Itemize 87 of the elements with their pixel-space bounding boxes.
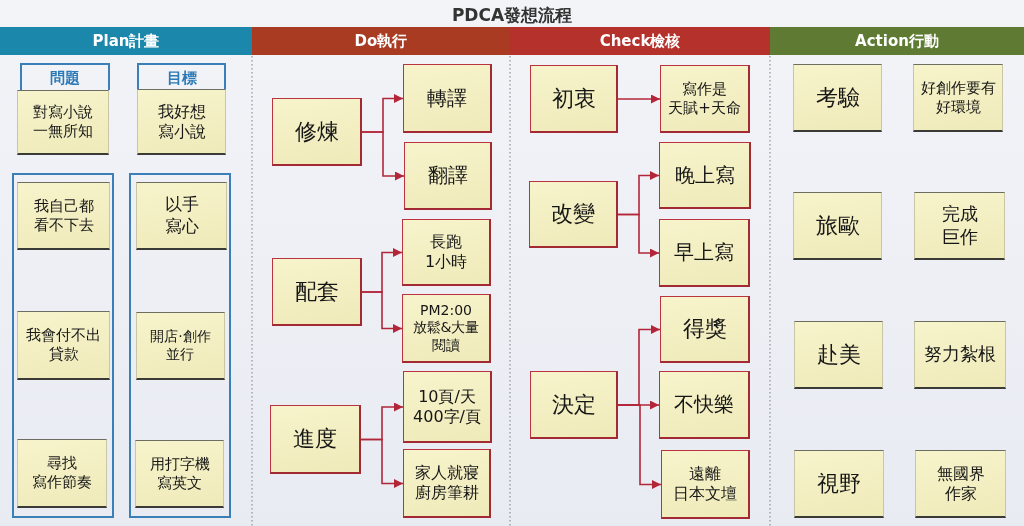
connector-arrow bbox=[361, 131, 405, 181]
handwritten-text: 翻譯 bbox=[427, 163, 468, 188]
handwritten-text: 不快樂 bbox=[674, 392, 734, 417]
handwritten-text: 轉譯 bbox=[427, 85, 467, 111]
frame-heading: 目標 bbox=[166, 69, 197, 87]
sticky-note bbox=[915, 450, 1006, 518]
phase-header-band bbox=[252, 27, 510, 55]
sticky-note bbox=[402, 219, 491, 286]
handwritten-text: 修煉 bbox=[294, 117, 339, 146]
handwritten-text: 初衷 bbox=[551, 84, 596, 113]
handwritten-text: 改變 bbox=[551, 200, 595, 228]
phase-title: Check檢核 bbox=[599, 31, 681, 51]
sticky-note bbox=[914, 321, 1006, 389]
sticky-note bbox=[17, 90, 109, 155]
group-frame bbox=[12, 173, 114, 518]
sticky-note bbox=[659, 219, 750, 287]
handwritten-text: 努力紮根 bbox=[924, 343, 996, 366]
sticky-note bbox=[794, 321, 883, 389]
handwritten-text: 10頁/天 400字/頁 bbox=[413, 386, 481, 427]
sticky-note bbox=[793, 64, 882, 132]
frame-heading: 問題 bbox=[50, 69, 80, 87]
group-frame bbox=[129, 173, 231, 518]
connector-arrow bbox=[617, 213, 660, 258]
phase-header-band bbox=[510, 27, 770, 55]
sticky-note bbox=[136, 312, 225, 380]
phase-header-band bbox=[0, 27, 252, 55]
handwritten-text: 以手寫心 bbox=[164, 194, 199, 237]
connector-arrow bbox=[617, 404, 662, 489]
sticky-note bbox=[794, 450, 884, 518]
phase-title: Action行動 bbox=[855, 31, 939, 51]
handwritten-text: 早上寫 bbox=[674, 240, 734, 265]
handwritten-text: 視野 bbox=[817, 469, 861, 498]
sticky-note bbox=[404, 142, 492, 210]
handwritten-text: 用打字機寫英文 bbox=[149, 454, 210, 493]
sticky-note bbox=[17, 311, 110, 380]
sticky-note bbox=[17, 182, 110, 250]
handwritten-text: 我會付不出貸款 bbox=[26, 326, 101, 364]
sticky-note bbox=[272, 98, 362, 166]
handwritten-text: 赴美 bbox=[816, 340, 861, 369]
handwritten-text: 配套 bbox=[294, 277, 339, 306]
handwritten-text: 進度 bbox=[293, 425, 337, 453]
sticky-note bbox=[135, 440, 224, 508]
handwritten-text: 長跑1小時 bbox=[424, 232, 468, 272]
sticky-note bbox=[137, 89, 226, 155]
sticky-note bbox=[136, 182, 227, 250]
diagram-title: PDCA發想流程 bbox=[451, 5, 573, 25]
handwritten-text: 家人就寢廚房筆耕 bbox=[414, 463, 479, 503]
sticky-note bbox=[403, 449, 491, 518]
handwritten-text: 遠離日本文壇 bbox=[673, 464, 737, 504]
sticky-note bbox=[272, 258, 362, 326]
sticky-note bbox=[914, 192, 1005, 260]
sticky-note bbox=[270, 405, 361, 474]
handwritten-text: 旅歐 bbox=[815, 211, 860, 240]
sticky-note bbox=[913, 64, 1003, 132]
sticky-note bbox=[661, 450, 750, 519]
handwritten-text: 對寫小說一無所知 bbox=[33, 103, 93, 141]
handwritten-text: PM2:00 放鬆&大量閱讀 bbox=[412, 301, 480, 355]
handwritten-text: 晚上寫 bbox=[674, 162, 735, 188]
sticky-note bbox=[403, 371, 492, 443]
sticky-note bbox=[529, 181, 618, 248]
sticky-note bbox=[660, 296, 750, 363]
handwritten-text: 無國界作家 bbox=[936, 463, 985, 504]
handwritten-text: 好創作要有好環境 bbox=[920, 78, 996, 117]
phase-title: Plan計畫 bbox=[92, 31, 160, 51]
handwritten-text: 我好想寫小說 bbox=[157, 101, 206, 142]
sticky-note bbox=[403, 64, 492, 133]
handwritten-text: 開店·創作並行 bbox=[150, 328, 211, 363]
phase-title: Do執行 bbox=[354, 31, 408, 51]
sticky-note bbox=[660, 65, 750, 133]
handwritten-text: 尋找寫作節奏 bbox=[32, 454, 92, 492]
sticky-note bbox=[530, 65, 618, 133]
handwritten-text: 得獎 bbox=[682, 315, 727, 343]
handwritten-text: 考驗 bbox=[815, 83, 860, 112]
sticky-note bbox=[530, 371, 618, 439]
handwritten-text: 寫作是天賦+天命 bbox=[668, 79, 741, 118]
sticky-note bbox=[659, 142, 751, 209]
connector-arrow bbox=[360, 438, 404, 488]
handwritten-text: 我自己都看不下去 bbox=[33, 196, 94, 235]
sticky-note bbox=[17, 439, 107, 508]
connector-arrow bbox=[617, 94, 661, 104]
sticky-note bbox=[659, 371, 750, 439]
phase-header-band bbox=[770, 27, 1024, 55]
handwritten-text: 決定 bbox=[551, 390, 596, 419]
sticky-note bbox=[402, 294, 491, 363]
sticky-note bbox=[793, 192, 882, 260]
connector-arrow bbox=[361, 291, 403, 333]
handwritten-text: 完成巨作 bbox=[941, 203, 978, 248]
